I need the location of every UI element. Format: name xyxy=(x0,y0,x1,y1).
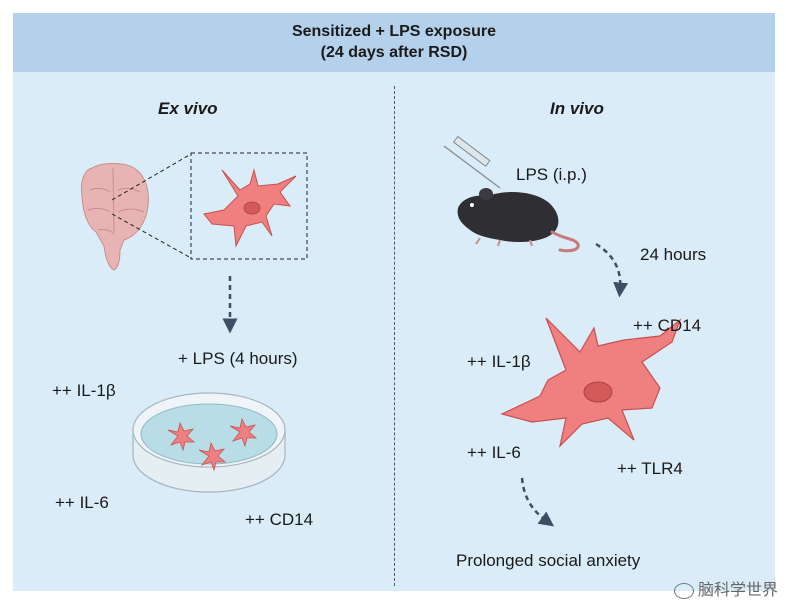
in-vivo-il6-label: ++ IL-6 xyxy=(467,443,521,462)
section-divider xyxy=(394,86,395,586)
ex-vivo-il6-label: ++ IL-6 xyxy=(55,493,109,512)
microglia-cell-icon xyxy=(500,317,682,448)
weibo-icon xyxy=(673,582,694,599)
in-vivo-title: In vivo xyxy=(550,99,604,118)
in-vivo-il1b-label: ++ IL-1β xyxy=(467,352,531,371)
ex-vivo-il1b-label: ++ IL-1β xyxy=(52,381,116,400)
mouse-icon xyxy=(457,188,580,253)
lps-injection-label: LPS (i.p.) xyxy=(516,165,587,184)
petri-dish-icon xyxy=(132,392,286,493)
header-title-line1: Sensitized + LPS exposure xyxy=(291,23,497,40)
ex-vivo-cd14-label: ++ CD14 xyxy=(245,510,314,529)
microglia-cell-icon xyxy=(203,168,297,248)
watermark-text: 脑科学世界 xyxy=(697,582,778,599)
outcome-label: Prolonged social anxiety xyxy=(456,551,641,570)
in-vivo-cd14-label: ++ CD14 xyxy=(633,316,702,335)
in-vivo-tlr4-label: ++ TLR4 xyxy=(617,459,683,478)
zoom-line-bottom xyxy=(111,213,192,259)
header-title-line2: (24 days after RSD) xyxy=(320,44,468,61)
zoom-line-top xyxy=(111,153,192,201)
dashed-arrow-icon xyxy=(520,477,555,527)
ex-vivo-title: Ex vivo xyxy=(158,99,218,118)
time-label: 24 hours xyxy=(640,245,707,264)
syringe-icon xyxy=(443,135,501,189)
lps-treatment-label: + LPS (4 hours) xyxy=(178,349,298,368)
dashed-arrow-icon xyxy=(595,242,629,298)
figure-header: Sensitized + LPS exposure (24 days after… xyxy=(13,13,775,72)
zoom-box xyxy=(190,152,308,260)
brain-icon xyxy=(81,163,149,271)
watermark: 脑科学世界 xyxy=(673,576,778,600)
